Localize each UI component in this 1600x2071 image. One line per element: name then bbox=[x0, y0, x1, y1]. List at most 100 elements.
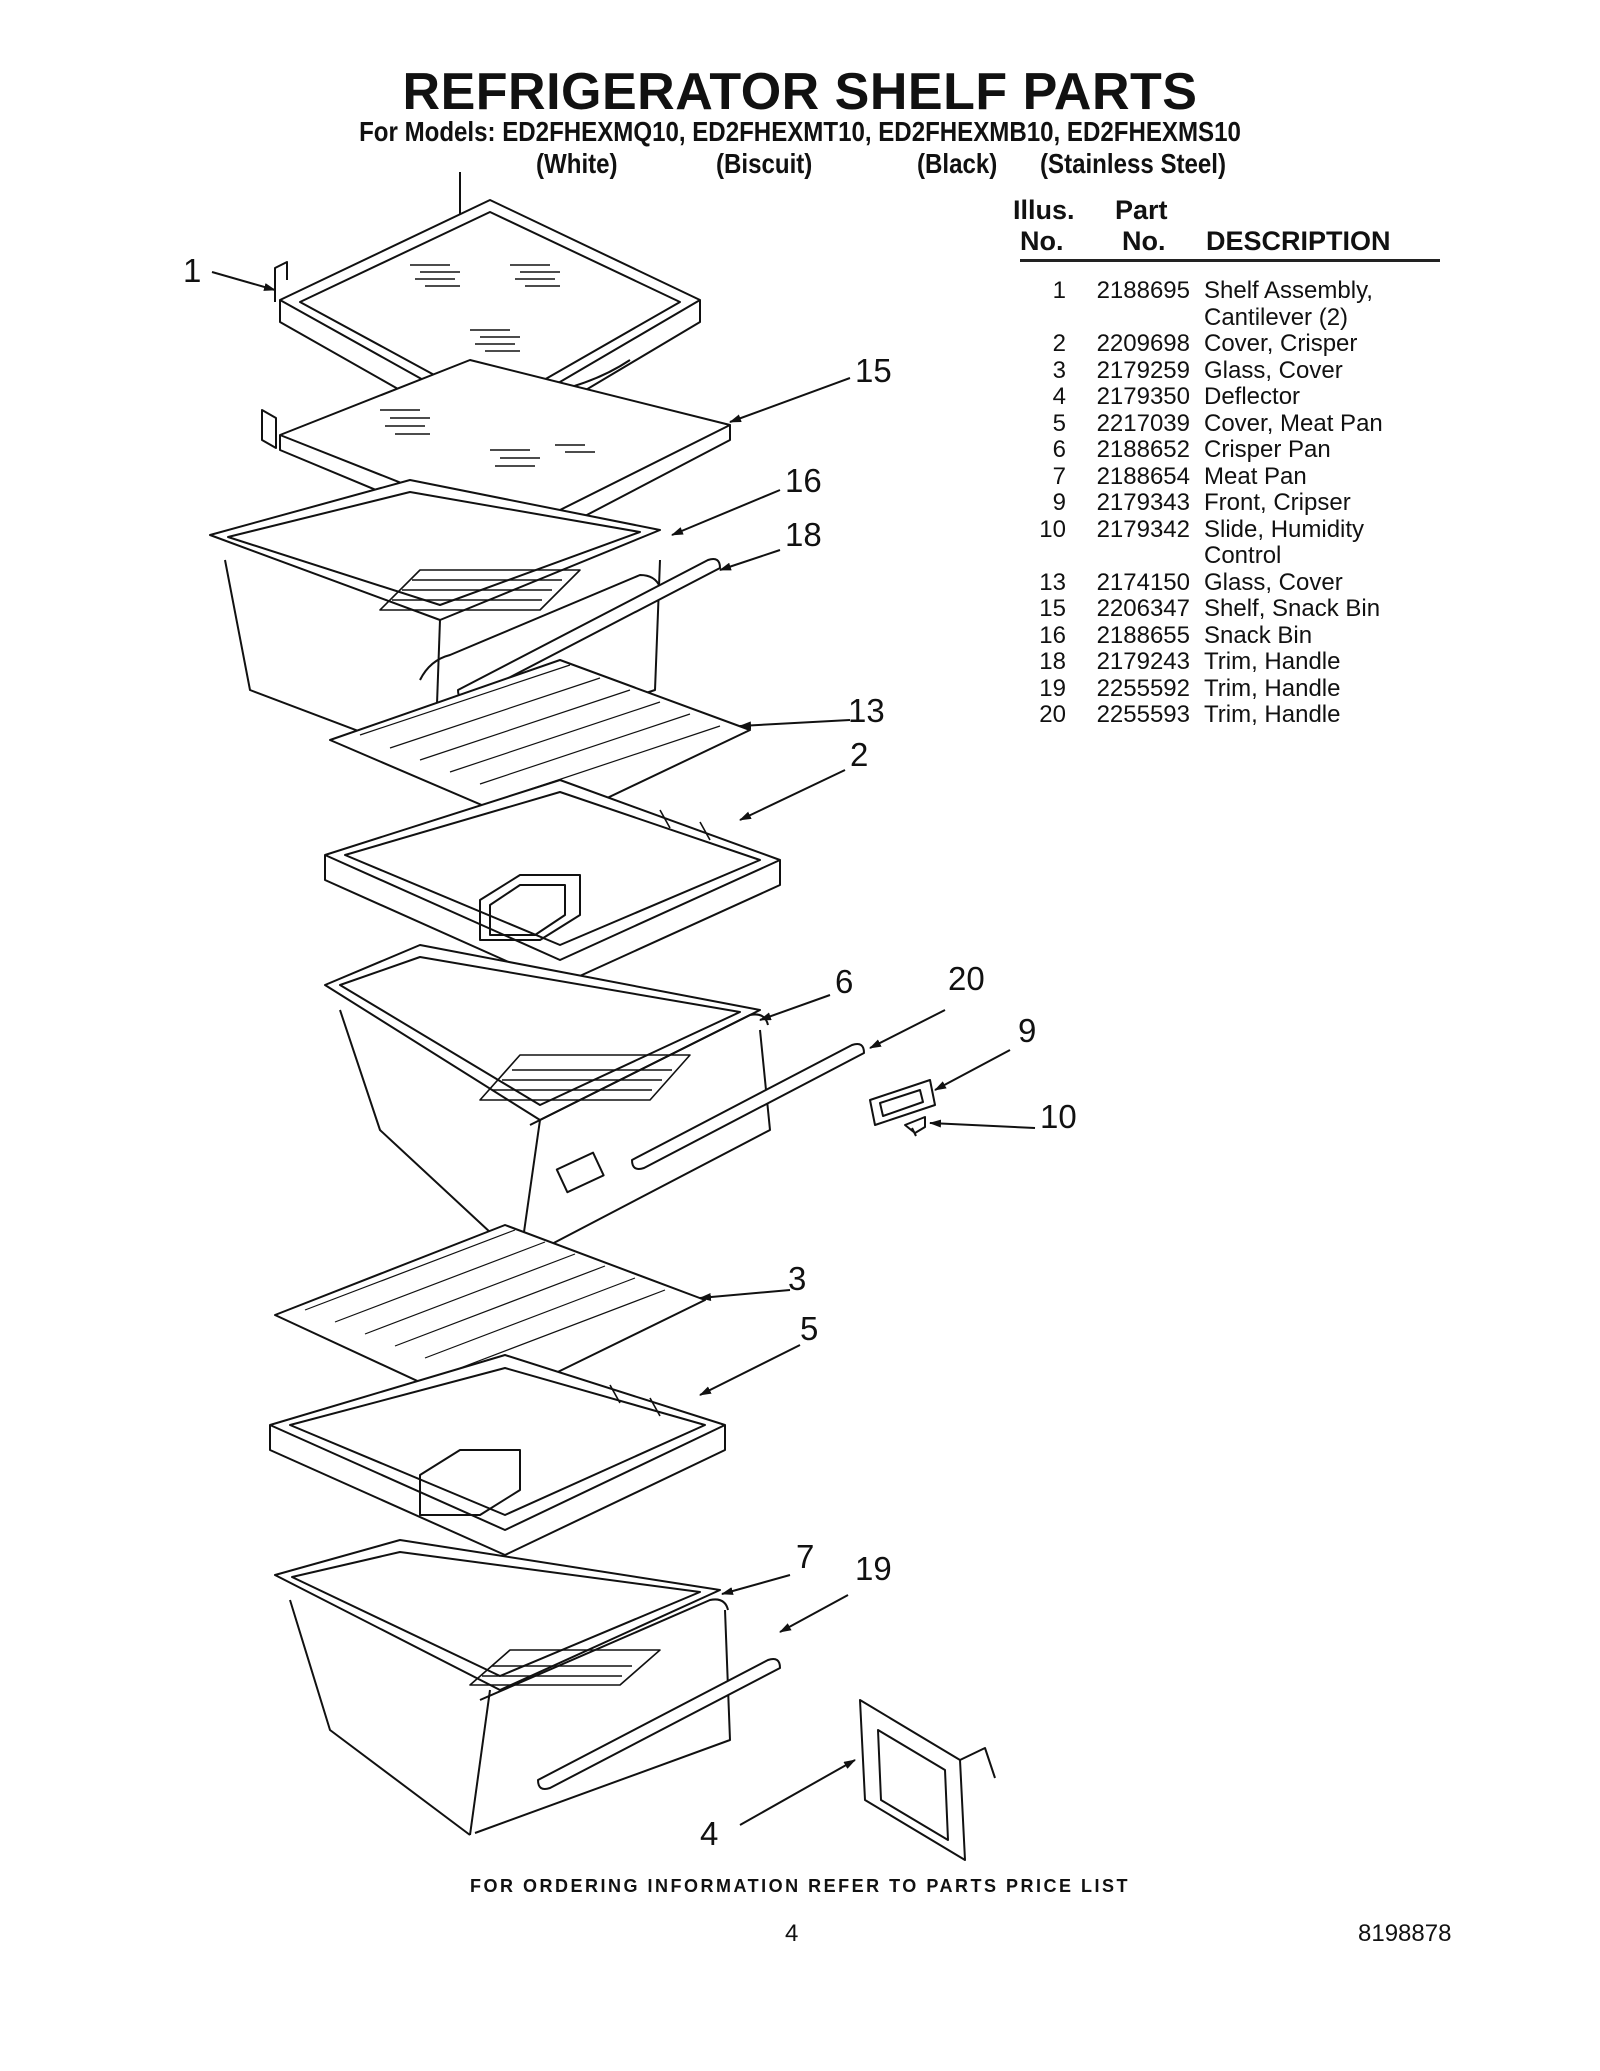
description: Glass, Cover bbox=[1204, 568, 1343, 596]
description: Cover, Crisper bbox=[1204, 330, 1358, 357]
part-no: 2255593 bbox=[1096, 701, 1190, 728]
part-no: 2255592 bbox=[1096, 674, 1190, 702]
part-no: 2206347 bbox=[1096, 595, 1190, 622]
table-row: Cantilever (2) bbox=[1010, 303, 1450, 332]
models-line: For Models: ED2FHEXMQ10, ED2FHEXMT10, ED… bbox=[359, 116, 1241, 147]
table-row: Control bbox=[1010, 542, 1450, 570]
illus-no: 7 bbox=[1052, 462, 1066, 490]
crisper-pan-drawing bbox=[324, 944, 771, 1261]
callout-19: 19 bbox=[855, 1550, 892, 1587]
illus-no: 5 bbox=[1052, 409, 1066, 437]
table-row: 7 2188654 Meat Pan bbox=[1010, 462, 1450, 491]
illus-no: 13 bbox=[1039, 568, 1066, 596]
illus-no: 16 bbox=[1039, 621, 1066, 649]
table-row: 15 2206347 Shelf, Snack Bin bbox=[1010, 595, 1450, 623]
table-row: 10 2179342 Slide, Humidity bbox=[1010, 515, 1450, 544]
callout-16: 16 bbox=[785, 462, 822, 499]
col-part-top: Part bbox=[1115, 195, 1168, 225]
table-row: 6 2188652 Crisper Pan bbox=[1010, 436, 1450, 464]
col-part-bottom: No. bbox=[1122, 226, 1166, 256]
callout-3: 3 bbox=[788, 1260, 806, 1297]
meat-pan-drawing bbox=[274, 1539, 731, 1836]
callout-7: 7 bbox=[796, 1538, 814, 1575]
model-variant-stainless: (Stainless Steel) bbox=[1040, 148, 1227, 179]
humidity-control-drawing bbox=[869, 1079, 936, 1137]
glass-cover-13-drawing bbox=[329, 659, 751, 831]
model-variant-white: (White) bbox=[536, 148, 618, 179]
description: Trim, Handle bbox=[1204, 674, 1341, 702]
illus-no: 10 bbox=[1039, 515, 1066, 543]
part-no: 2179342 bbox=[1096, 515, 1190, 543]
callout-15: 15 bbox=[855, 352, 892, 389]
crisper-cover-drawing bbox=[324, 779, 781, 986]
callout-13: 13 bbox=[848, 692, 885, 729]
illus-no: 15 bbox=[1039, 595, 1066, 622]
table-row: 18 2179243 Trim, Handle bbox=[1010, 648, 1450, 676]
description: Trim, Handle bbox=[1204, 648, 1341, 675]
description: Slide, Humidity bbox=[1204, 515, 1365, 543]
description: Shelf, Snack Bin bbox=[1204, 595, 1381, 622]
model-variant-biscuit: (Biscuit) bbox=[716, 148, 813, 179]
illus-no: 6 bbox=[1052, 436, 1066, 463]
description-cont: Control bbox=[1204, 542, 1282, 569]
callout-1: 1 bbox=[183, 252, 201, 289]
table-row: 20 2255593 Trim, Handle bbox=[1010, 701, 1450, 729]
part-no: 2188654 bbox=[1096, 462, 1190, 490]
table-row: 5 2217039 Cover, Meat Pan bbox=[1010, 409, 1450, 438]
description: Snack Bin bbox=[1204, 621, 1313, 649]
part-no: 2174150 bbox=[1096, 568, 1190, 596]
table-row: 4 2179350 Deflector bbox=[1010, 383, 1450, 411]
illus-no: 1 bbox=[1052, 277, 1066, 304]
callout-2: 2 bbox=[850, 736, 868, 773]
description: Front, Cripser bbox=[1204, 489, 1351, 516]
description: Glass, Cover bbox=[1204, 356, 1343, 384]
callout-leaders bbox=[211, 271, 1036, 1826]
illus-no: 20 bbox=[1039, 701, 1066, 728]
table-row: 19 2255592 Trim, Handle bbox=[1010, 674, 1450, 703]
part-no: 2179343 bbox=[1096, 489, 1190, 516]
part-no: 2179259 bbox=[1096, 356, 1190, 384]
part-no: 2209698 bbox=[1096, 330, 1190, 357]
callout-4: 4 bbox=[700, 1815, 718, 1852]
table-header-rule bbox=[1020, 259, 1440, 262]
description: Meat Pan bbox=[1204, 462, 1307, 490]
illus-no: 9 bbox=[1052, 489, 1066, 516]
meat-pan-cover-drawing bbox=[269, 1354, 726, 1556]
description: Shelf Assembly, bbox=[1204, 277, 1373, 304]
description-cont: Cantilever (2) bbox=[1204, 303, 1349, 331]
illus-no: 18 bbox=[1039, 648, 1066, 675]
model-variant-black: (Black) bbox=[917, 148, 998, 179]
col-illus-bottom: No. bbox=[1020, 226, 1064, 256]
part-no: 2188655 bbox=[1096, 621, 1190, 649]
callout-20: 20 bbox=[948, 960, 985, 997]
callout-10: 10 bbox=[1040, 1098, 1077, 1135]
description: Deflector bbox=[1204, 383, 1301, 410]
handle-trim-20-drawing bbox=[631, 1043, 865, 1170]
part-no: 2217039 bbox=[1096, 409, 1190, 437]
illus-no: 3 bbox=[1052, 356, 1066, 384]
callout-18: 18 bbox=[785, 516, 822, 553]
part-no: 2179350 bbox=[1096, 383, 1190, 410]
page-number: 4 bbox=[785, 1920, 799, 1947]
table-row: 16 2188655 Snack Bin bbox=[1010, 621, 1450, 650]
table-row: 2 2209698 Cover, Crisper bbox=[1010, 330, 1450, 358]
col-illus-top: Illus. bbox=[1013, 195, 1075, 225]
table-row: 13 2174150 Glass, Cover bbox=[1010, 568, 1450, 597]
callout-9: 9 bbox=[1018, 1012, 1036, 1049]
callout-6: 6 bbox=[835, 963, 853, 1000]
description: Cover, Meat Pan bbox=[1204, 409, 1383, 437]
description: Crisper Pan bbox=[1204, 436, 1331, 463]
table-row: 9 2179343 Front, Cripser bbox=[1010, 489, 1450, 517]
illus-no: 2 bbox=[1052, 330, 1066, 357]
part-no: 2179243 bbox=[1096, 648, 1190, 675]
part-no: 2188652 bbox=[1096, 436, 1190, 463]
callout-5: 5 bbox=[800, 1310, 818, 1347]
deflector-drawing bbox=[859, 1699, 996, 1861]
table-row: 3 2179259 Glass, Cover bbox=[1010, 356, 1450, 385]
illus-no: 4 bbox=[1052, 383, 1066, 410]
illus-no: 19 bbox=[1039, 674, 1066, 702]
description: Trim, Handle bbox=[1204, 701, 1341, 728]
